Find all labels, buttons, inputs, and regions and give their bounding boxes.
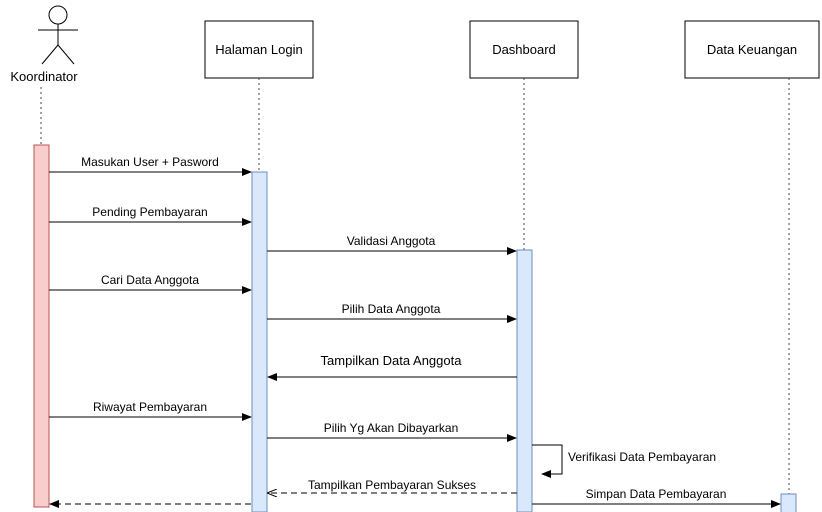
activation-dashboard [516, 249, 533, 512]
participant-label-dashboard: Dashboard [492, 42, 556, 57]
message-5: Pilih Data Anggota [267, 302, 517, 323]
message-6: Tampilkan Data Anggota [267, 353, 517, 381]
message-label: Riwayat Pembayaran [93, 400, 207, 414]
message-label: Masukan User + Pasword [81, 155, 219, 169]
message-7: Riwayat Pembayaran [49, 400, 252, 421]
actor-label: Koordinator [10, 69, 78, 84]
participant-dashboard: Dashboard [469, 20, 579, 79]
message-label: Verifikasi Data Pembayaran [568, 450, 716, 464]
message-label: Simpan Data Pembayaran [586, 487, 727, 501]
message-9-self: Verifikasi Data Pembayaran [532, 444, 716, 478]
message-label: Tampilkan Data Anggota [321, 353, 463, 368]
participant-halaman-login: Halaman Login [204, 20, 314, 79]
message-10-return: Tampilkan Pembayaran Sukses [268, 478, 517, 493]
message-label: Cari Data Anggota [101, 273, 199, 287]
activation-keuangan [780, 493, 797, 512]
message-3: Validasi Anggota [267, 234, 517, 255]
participant-label-keuangan: Data Keuangan [707, 42, 797, 57]
activation-login [251, 171, 268, 512]
message-11: Simpan Data Pembayaran [532, 487, 781, 508]
actor-koordinator-icon [38, 5, 78, 65]
message-label: Pilih Yg Akan Dibayarkan [324, 421, 459, 435]
message-label: Validasi Anggota [347, 234, 436, 248]
activation-koordinator [33, 144, 50, 508]
message-4: Cari Data Anggota [49, 273, 252, 294]
message-2: Pending Pembayaran [49, 205, 252, 226]
message-8: Pilih Yg Akan Dibayarkan [267, 421, 517, 442]
message-label: Pilih Data Anggota [342, 302, 441, 316]
message-label: Tampilkan Pembayaran Sukses [308, 478, 476, 492]
participant-data-keuangan: Data Keuangan [684, 20, 820, 79]
participant-label-login: Halaman Login [215, 42, 302, 57]
message-1: Masukan User + Pasword [49, 155, 252, 176]
message-label: Pending Pembayaran [92, 205, 207, 219]
